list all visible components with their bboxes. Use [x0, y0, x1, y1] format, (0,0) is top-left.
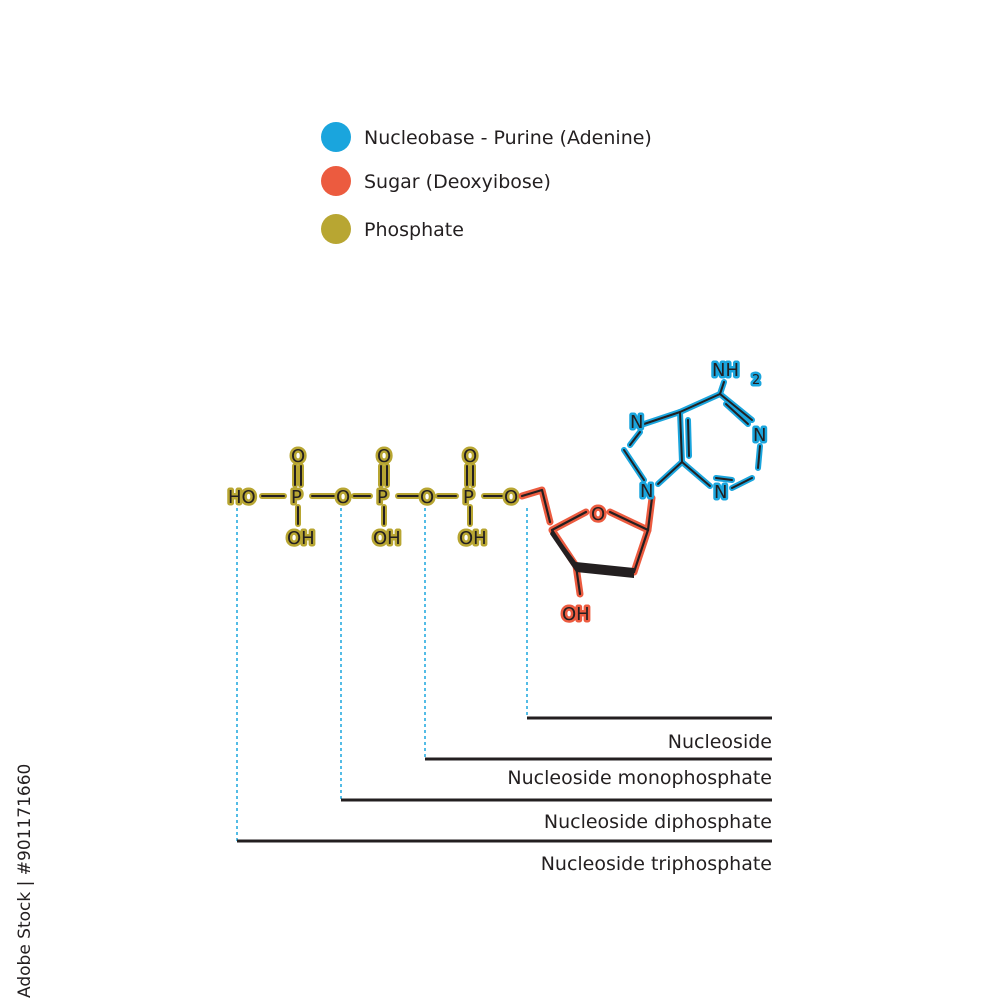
base-bond [681, 461, 711, 487]
legend-label-phosphate: Phosphate [364, 219, 464, 241]
base-bond [757, 445, 761, 469]
atom-oh-sugar: OH [562, 604, 590, 625]
atom-nh2-subscript: 2 [752, 373, 760, 388]
atom-o-bridge-3: O [504, 487, 518, 508]
stock-id: Adobe Stock | #901171660 [15, 764, 35, 998]
base-double-bonds [627, 401, 751, 483]
range-label-monophosphate: Nucleoside monophosphate [507, 767, 772, 789]
atom-p-1: P [291, 487, 302, 508]
legend-label-nucleobase: Nucleobase - Purine (Adenine) [364, 127, 652, 149]
range-label-nucleoside: Nucleoside [668, 731, 772, 753]
base-bond [629, 431, 641, 446]
sugar-bond [550, 510, 588, 532]
base-bonds [621, 379, 763, 491]
sugar-bond [520, 488, 552, 524]
base-bond [715, 477, 733, 481]
atom-n3: N [714, 482, 727, 503]
atom-o-double-3: O [463, 446, 477, 467]
atom-oh-1: OH [287, 528, 315, 549]
atom-p-2: P [377, 487, 388, 508]
base-bond [719, 381, 725, 395]
base-bond [623, 449, 645, 481]
base-bond [657, 461, 683, 485]
sugar-wedge-left [550, 530, 576, 572]
base-bond [679, 393, 721, 413]
atom-nh2: NH [712, 360, 739, 381]
sugar-bond [632, 528, 650, 574]
sugar-ring: O OH [518, 486, 656, 628]
legend-swatch-nucleobase [321, 122, 351, 152]
legend-label-sugar: Sugar (Deoxyibose) [364, 171, 551, 193]
atom-o-bridge-1: O [336, 487, 350, 508]
base-bond [679, 411, 683, 463]
atom-o-double-1: O [291, 446, 305, 467]
base-bond [637, 411, 681, 427]
sugar-bond [646, 496, 654, 532]
atom-o-bridge-2: O [420, 487, 434, 508]
sugar-bond [608, 510, 650, 532]
range-label-triphosphate: Nucleoside triphosphate [541, 853, 772, 875]
atom-n7: N [630, 412, 643, 433]
atom-o-ring: O [591, 504, 605, 525]
phosphate-bonds [259, 463, 505, 527]
atom-p-3: P [463, 487, 474, 508]
atom-oh-2: OH [373, 528, 401, 549]
legend-swatch-phosphate [321, 214, 351, 244]
base-bond [725, 403, 749, 425]
base-bond [731, 477, 753, 489]
sugar-wedge-front [576, 562, 634, 578]
range-brackets: Nucleoside Nucleoside monophosphate Nucl… [236, 508, 772, 875]
base-bond [719, 393, 753, 421]
atom-n9: N [640, 481, 653, 502]
adenine-base: N N N N NH 2 [621, 358, 769, 506]
legend-swatch-sugar [321, 166, 351, 196]
legend: Nucleobase - Purine (Adenine) Sugar (Deo… [321, 122, 652, 244]
range-label-diphosphate: Nucleoside diphosphate [544, 811, 772, 833]
atom-n1: N [753, 425, 766, 446]
atom-oh-3: OH [459, 528, 487, 549]
phosphate-chain: HO P O OH O P O OH O P O OH O [226, 444, 521, 552]
atom-ho: HO [228, 487, 256, 508]
atom-o-double-2: O [377, 446, 391, 467]
sugar-bonds [518, 486, 656, 598]
base-bond [687, 419, 690, 457]
